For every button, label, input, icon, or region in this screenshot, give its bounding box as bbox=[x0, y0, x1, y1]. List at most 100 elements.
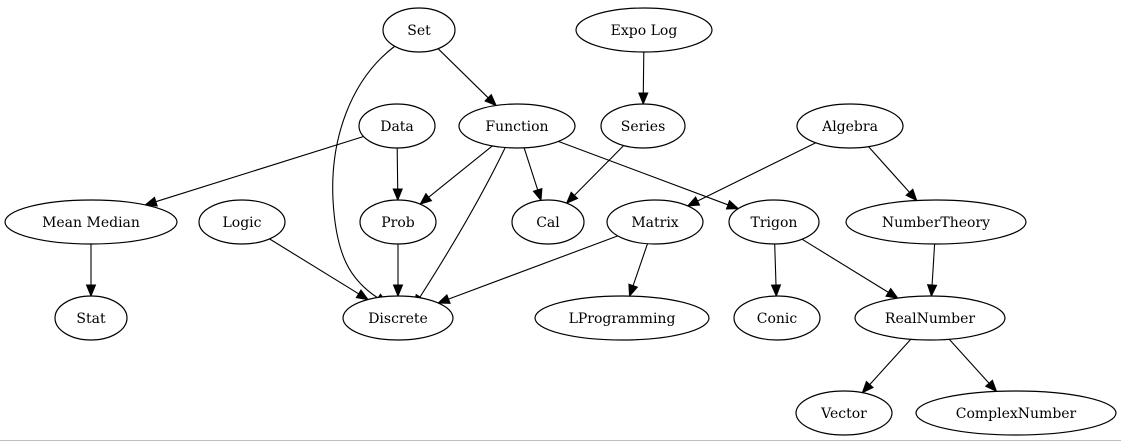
edge-algebra-to-matrix bbox=[686, 142, 817, 207]
arrowhead bbox=[686, 196, 701, 207]
node-shape bbox=[54, 295, 128, 341]
edge-series-to-cal bbox=[565, 145, 625, 205]
node-shape bbox=[358, 103, 436, 149]
arrowhead bbox=[926, 284, 938, 298]
edge-line bbox=[523, 147, 539, 191]
edge-mean-median-to-stat bbox=[85, 244, 97, 298]
node-shape bbox=[511, 199, 585, 245]
node-label: Function bbox=[485, 119, 548, 135]
arrowhead bbox=[770, 284, 782, 298]
node-data: Data bbox=[358, 103, 436, 149]
node-logic: Logic bbox=[198, 199, 286, 245]
edge-algebra-to-number-theory bbox=[868, 146, 918, 202]
edge-function-to-cal bbox=[523, 147, 543, 202]
node-label: Algebra bbox=[821, 119, 878, 135]
node-shape bbox=[915, 390, 1117, 436]
arrowhead bbox=[392, 284, 404, 298]
node-label: ComplexNumber bbox=[956, 406, 1077, 422]
arrowhead bbox=[905, 188, 918, 202]
edge-line bbox=[574, 145, 625, 196]
node-shape bbox=[198, 199, 286, 245]
node-shape bbox=[854, 295, 1006, 341]
node-shape bbox=[795, 390, 893, 436]
edge-data-to-mean-median bbox=[144, 135, 364, 207]
node-label: Expo Log bbox=[611, 23, 678, 39]
edge-line bbox=[419, 147, 506, 298]
node-set: Set bbox=[382, 7, 456, 53]
node-shape bbox=[458, 103, 576, 149]
arrowhead bbox=[984, 379, 998, 393]
node-cal: Cal bbox=[511, 199, 585, 245]
node-label: NumberTheory bbox=[882, 215, 990, 231]
arrowhead bbox=[392, 188, 403, 202]
edge-line bbox=[437, 48, 489, 99]
edge-number-theory-to-real-number bbox=[926, 243, 938, 298]
node-shape bbox=[600, 103, 686, 149]
edge-set-to-function bbox=[437, 48, 498, 107]
edge-real-number-to-complex-number bbox=[948, 338, 998, 393]
arrowhead bbox=[355, 289, 370, 301]
node-prob: Prob bbox=[359, 199, 437, 245]
arrowhead bbox=[861, 380, 874, 394]
node-discrete: Discrete bbox=[342, 295, 454, 341]
edge-line bbox=[396, 147, 399, 190]
node-label: Mean Median bbox=[42, 215, 140, 231]
node-shape bbox=[606, 199, 704, 245]
node-label: RealNumber bbox=[885, 311, 975, 327]
edge-real-number-to-vector bbox=[861, 338, 912, 394]
edge-prob-to-discrete bbox=[392, 244, 404, 298]
node-label: Series bbox=[621, 119, 666, 135]
arrowhead bbox=[436, 294, 451, 304]
edges-layer bbox=[85, 45, 998, 394]
node-trigon: Trigon bbox=[728, 199, 820, 245]
node-shape bbox=[4, 199, 178, 245]
edge-data-to-prob bbox=[392, 147, 403, 202]
arrowhead bbox=[638, 92, 649, 106]
arrowhead bbox=[885, 287, 899, 299]
node-series: Series bbox=[600, 103, 686, 149]
node-shape bbox=[382, 7, 456, 53]
node-expo-log: Expo Log bbox=[575, 7, 713, 53]
node-label: Logic bbox=[222, 215, 261, 231]
node-label: Data bbox=[380, 119, 414, 135]
edge-line bbox=[269, 238, 359, 295]
node-shape bbox=[728, 199, 820, 245]
edge-matrix-to-lprogramming bbox=[628, 243, 649, 298]
edge-line bbox=[642, 51, 645, 94]
arrowhead bbox=[532, 187, 543, 202]
node-shape bbox=[359, 199, 437, 245]
arrowhead bbox=[725, 199, 740, 210]
node-label: Cal bbox=[536, 215, 560, 231]
node-shape bbox=[575, 7, 713, 53]
edge-line bbox=[448, 235, 618, 300]
edge-expo-log-to-series bbox=[638, 51, 649, 106]
edge-set-to-discrete bbox=[332, 45, 396, 306]
edge-logic-to-discrete bbox=[269, 238, 370, 301]
node-real-number: RealNumber bbox=[854, 295, 1006, 341]
arrowhead bbox=[144, 196, 158, 207]
node-conic: Conic bbox=[733, 295, 821, 341]
node-vector: Vector bbox=[795, 390, 893, 436]
node-mean-median: Mean Median bbox=[4, 199, 178, 245]
node-stat: Stat bbox=[54, 295, 128, 341]
node-lprogramming: LProgramming bbox=[534, 295, 710, 341]
edge-line bbox=[931, 243, 936, 286]
node-label: Trigon bbox=[751, 215, 798, 231]
node-shape bbox=[796, 103, 904, 149]
node-algebra: Algebra bbox=[796, 103, 904, 149]
arrowhead bbox=[85, 284, 97, 298]
node-label: Stat bbox=[76, 311, 106, 327]
edge-line bbox=[558, 140, 729, 206]
arrowhead bbox=[484, 93, 498, 107]
node-label: Matrix bbox=[631, 215, 678, 231]
edge-matrix-to-discrete bbox=[436, 235, 618, 304]
arrowhead bbox=[628, 283, 639, 298]
edge-line bbox=[428, 145, 493, 198]
node-label: Vector bbox=[820, 406, 867, 422]
edge-line bbox=[869, 338, 912, 385]
node-label: Discrete bbox=[368, 311, 428, 327]
node-shape bbox=[845, 199, 1027, 245]
edge-line bbox=[632, 243, 649, 286]
